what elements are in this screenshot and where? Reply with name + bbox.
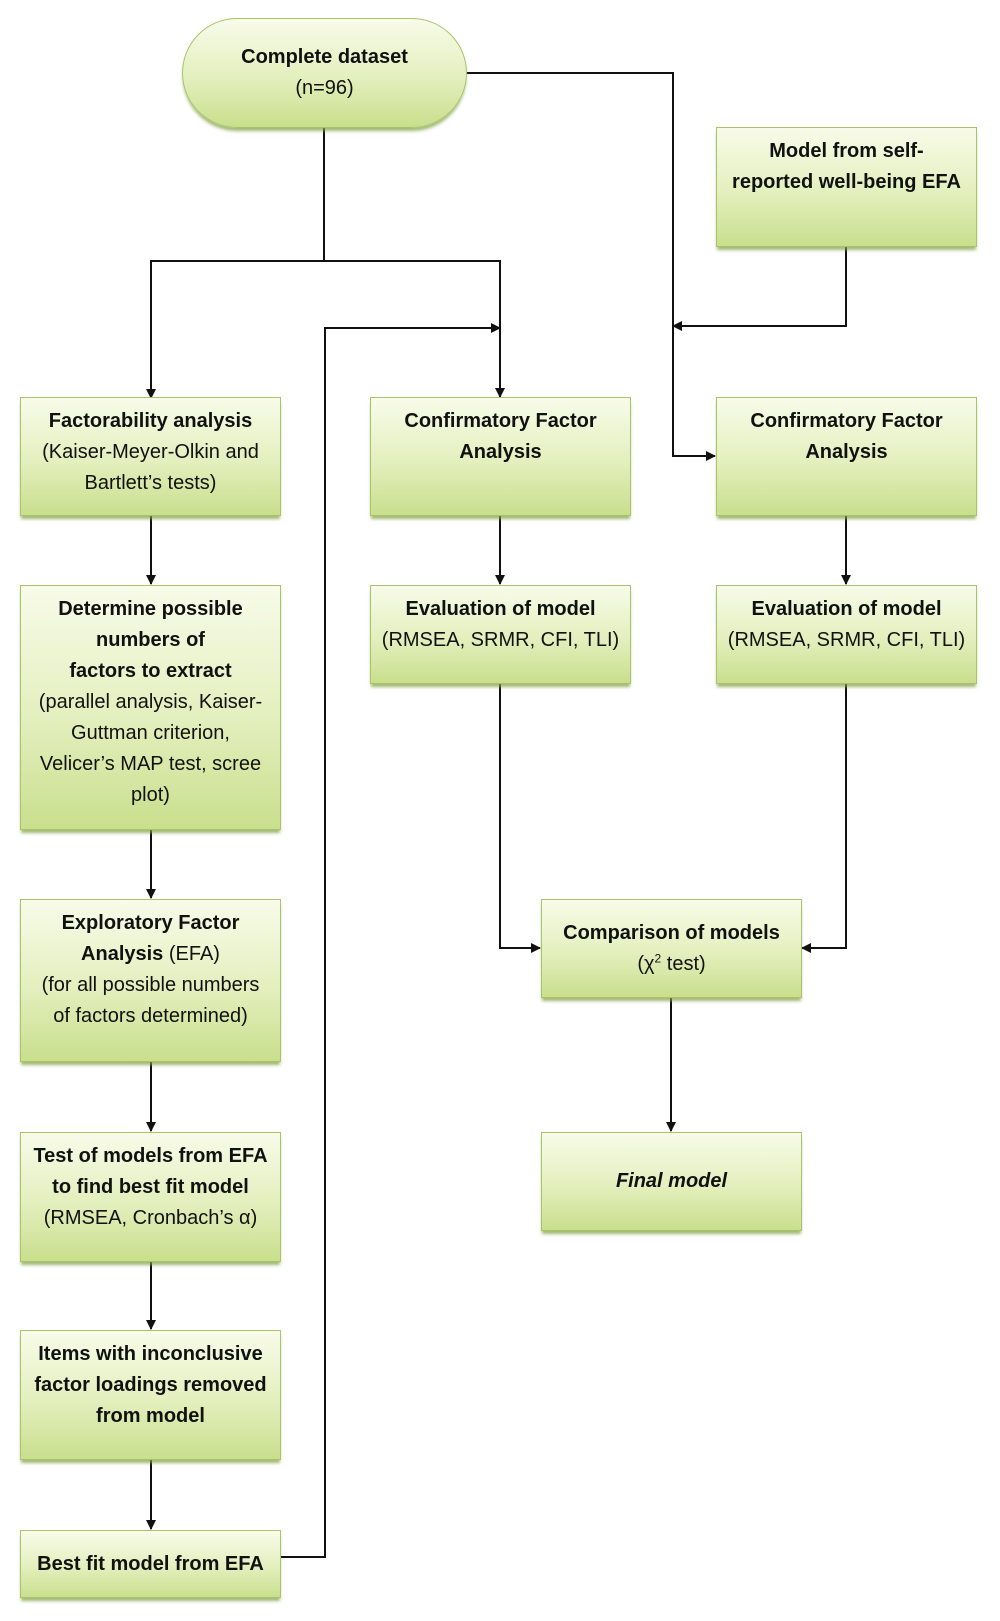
determine-line7: plot)	[131, 784, 170, 806]
arrow-bestfit-to-cfa-middle	[281, 323, 501, 1558]
efa-line2-bold: Analysis	[81, 943, 164, 965]
complete-dataset-node: Complete dataset (n=96)	[182, 18, 467, 128]
factorability-title: Factorability analysis	[48, 410, 253, 432]
best-fit-title: Best fit model from EFA	[37, 1552, 264, 1575]
self-reported-model-node: Model from self- reported well-being EFA	[716, 127, 977, 247]
comparison-test: (χ2 test)	[637, 949, 705, 980]
determine-factors-node: Determine possible numbers of factors to…	[20, 585, 281, 830]
efa-line2: Analysis (EFA)	[81, 939, 220, 970]
best-fit-node: Best fit model from EFA	[20, 1530, 281, 1598]
arrow-eval-middle-to-comparison	[499, 684, 541, 953]
efa-line2-plain: (EFA)	[163, 943, 220, 965]
cfa-right-node: Confirmatory Factor Analysis	[716, 397, 977, 516]
efa-line3: (for all possible numbers	[41, 974, 260, 996]
comparison-test-post: test)	[661, 952, 706, 975]
final-model-title: Final model	[615, 1170, 728, 1192]
items-removed-line3: from model	[96, 1405, 205, 1427]
comparison-test-sup: 2	[654, 950, 662, 965]
comparison-title: Comparison of models	[563, 921, 780, 944]
items-removed-node: Items with inconclusive factor loadings …	[20, 1330, 281, 1460]
eval-right-metrics: (RMSEA, SRMR, CFI, TLI)	[727, 629, 966, 651]
factorability-line2: (Kaiser-Meyer-Olkin and	[42, 441, 259, 463]
self-reported-model-line1: Model from self-	[769, 140, 924, 162]
eval-right-node: Evaluation of model (RMSEA, SRMR, CFI, T…	[716, 585, 977, 684]
cfa-middle-line1: Confirmatory Factor	[404, 410, 597, 432]
eval-right-title: Evaluation of model	[751, 598, 942, 620]
cfa-middle-node: Confirmatory Factor Analysis	[370, 397, 631, 516]
eval-middle-metrics: (RMSEA, SRMR, CFI, TLI)	[381, 629, 620, 651]
determine-line1: Determine possible	[58, 598, 243, 620]
items-removed-line1: Items with inconclusive	[38, 1343, 263, 1365]
comparison-node: Comparison of models (χ2 test)	[541, 899, 802, 998]
self-reported-model-line2: reported well-being EFA	[732, 171, 961, 193]
determine-line4: (parallel analysis, Kaiser-	[38, 691, 263, 713]
arrow-self-reported-to-line	[672, 247, 847, 331]
cfa-middle-line2: Analysis	[459, 441, 542, 463]
eval-middle-node: Evaluation of model (RMSEA, SRMR, CFI, T…	[370, 585, 631, 684]
test-models-line2: to find best fit model	[52, 1176, 249, 1198]
items-removed-line2: factor loadings removed	[34, 1374, 267, 1396]
arrow-dataset-to-factorability	[146, 260, 324, 399]
determine-line2: numbers of	[96, 629, 205, 651]
cfa-right-line2: Analysis	[805, 441, 888, 463]
determine-line3: factors to extract	[69, 660, 232, 682]
efa-line1: Exploratory Factor	[61, 912, 240, 934]
arrow-dataset-to-cfa-right	[466, 72, 716, 461]
test-models-line3: (RMSEA, Cronbach’s α)	[43, 1207, 258, 1229]
efa-node: Exploratory Factor Analysis (EFA) (for a…	[20, 899, 281, 1062]
final-model-node: Final model	[541, 1132, 802, 1231]
determine-line5: Guttman criterion,	[71, 722, 230, 744]
complete-dataset-count: (n=96)	[295, 77, 354, 99]
factorability-line3: Bartlett’s tests)	[84, 472, 217, 494]
determine-line6: Velicer’s MAP test, scree	[39, 753, 262, 775]
arrow-eval-right-to-comparison	[801, 684, 847, 953]
eval-middle-title: Evaluation of model	[405, 598, 596, 620]
efa-line4: of factors determined)	[53, 1005, 248, 1027]
factorability-node: Factorability analysis (Kaiser-Meyer-Olk…	[20, 397, 281, 516]
comparison-test-pre: (χ	[637, 952, 655, 975]
complete-dataset-title: Complete dataset	[241, 46, 408, 68]
arrow-dataset-to-cfa-middle	[324, 260, 505, 398]
test-models-node: Test of models from EFA to find best fit…	[20, 1132, 281, 1262]
cfa-right-line1: Confirmatory Factor	[750, 410, 943, 432]
test-models-line1: Test of models from EFA	[33, 1145, 268, 1167]
